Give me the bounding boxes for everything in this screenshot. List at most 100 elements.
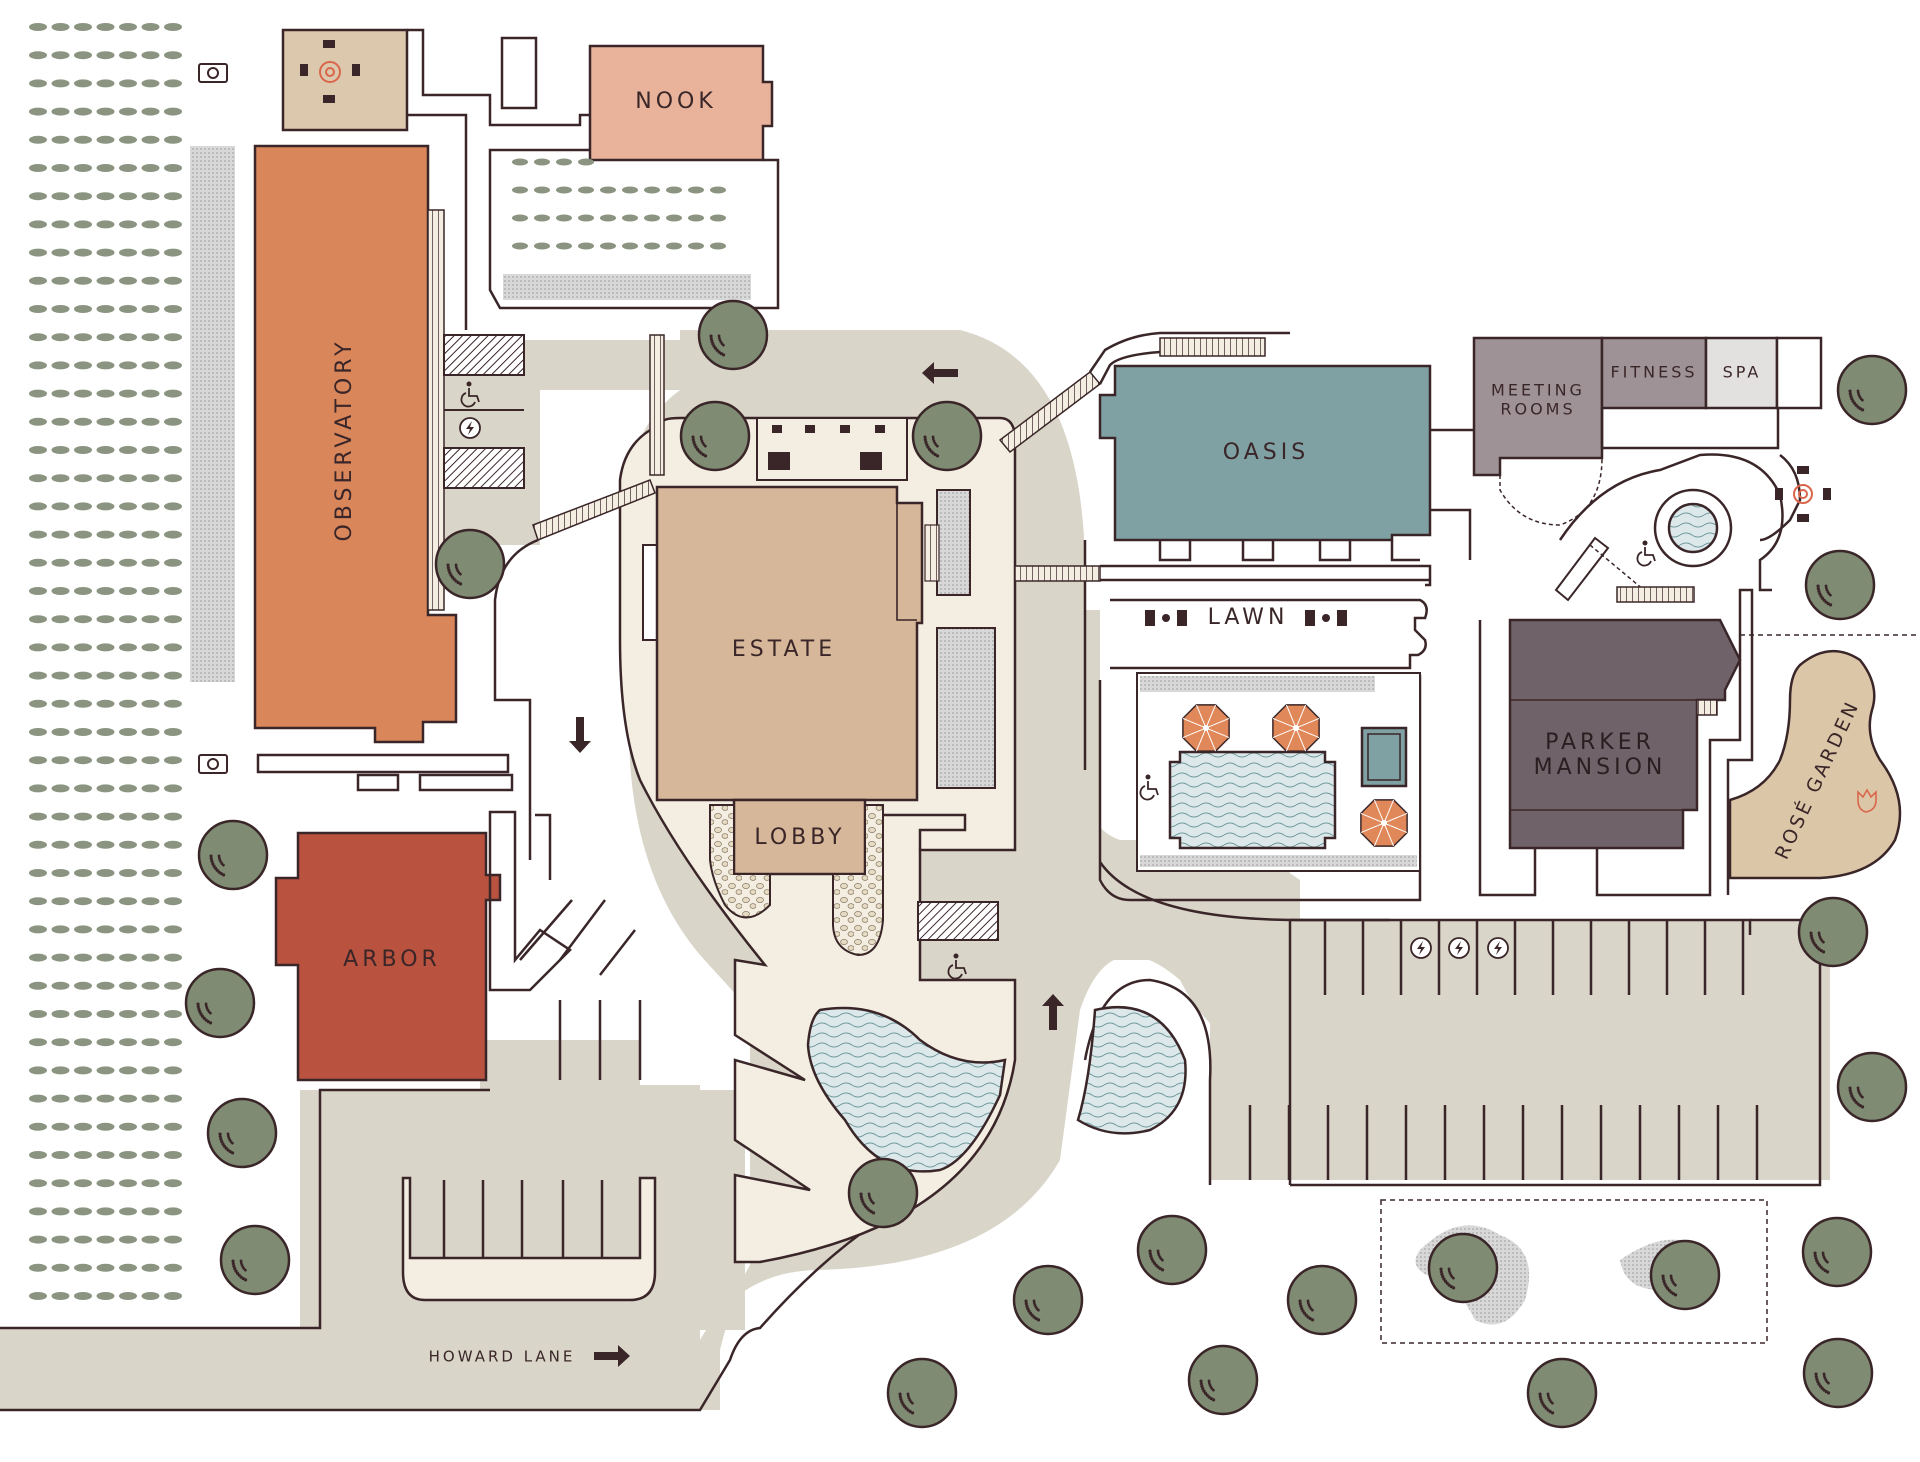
vine-row [29,361,182,370]
vine-row [29,192,182,201]
observatory-building[interactable]: OBSERVATORY [253,144,458,744]
vine-row [29,51,182,60]
camera-icon [198,754,228,774]
meeting-rooms-label-1: MEETING [1491,381,1585,400]
tree-icon [886,1357,958,1429]
lawn-seating-icon [1145,610,1347,626]
tree-icon [679,400,751,472]
vine-row [29,587,182,595]
vine-row [29,1010,182,1018]
vine [710,242,726,250]
vine-row [29,1151,182,1159]
arbor-building[interactable]: ARBOR [274,831,502,1082]
vine [556,158,572,166]
estate-patio [756,417,908,481]
accessible-icon [460,381,480,408]
fitness-building[interactable]: FITNESS [1600,336,1708,410]
umbrella-icon [1272,704,1320,752]
parking-lot-lower [401,1176,657,1302]
vine-row [29,1263,182,1272]
fitness-label: FITNESS [1610,363,1697,382]
vine-row [29,502,182,511]
nook-garden [488,148,780,310]
tree-icon [1804,549,1876,621]
vine-row [29,1038,182,1047]
vine-row [29,389,182,398]
vine-row [29,1292,182,1300]
howard-lane-label: HOWARD LANE [429,1348,576,1366]
pond [806,1006,1007,1173]
vine-row [29,220,182,229]
vine-row [29,953,182,962]
vine [512,158,528,166]
vine [600,242,616,250]
vine-row [29,333,182,342]
ev-charging-icon [459,417,481,439]
gravel-strip [190,146,235,682]
tree-icon [206,1097,278,1169]
vine-row [29,79,182,88]
vine [666,186,682,194]
parking-lot-right [1248,918,1759,1185]
parker-mansion-building[interactable]: PARKER MANSION [1508,618,1742,850]
tree-icon [1286,1264,1358,1336]
vine-row [29,840,182,849]
tree-icon [1797,896,1869,968]
meeting-rooms-label-2: ROOMS [1500,400,1575,419]
vine-row [29,643,182,652]
parking-observatory [443,334,525,489]
vine-row [29,446,182,454]
tree-icon [1836,1051,1908,1123]
tree-icon [1836,354,1908,426]
umbrella-icon [1182,704,1230,752]
umbrellas [1182,704,1408,847]
rose-icon [1857,788,1877,813]
vine-row [29,23,182,31]
vine-row [29,784,182,793]
lawn-label: LAWN [1208,605,1289,630]
accessible-icon [947,953,967,980]
direction-arrow-icon [1042,994,1064,1030]
vine [534,214,550,222]
vine [622,214,638,222]
vine-row [29,897,182,906]
spa-building[interactable]: SPA [1704,336,1779,410]
lobby-building[interactable]: LOBBY [732,798,867,876]
vine-row [29,107,182,116]
spa-label: SPA [1723,363,1762,382]
vine [556,186,572,194]
meeting-rooms-building[interactable]: MEETING ROOMS [1472,336,1604,477]
trees [184,299,1908,1429]
vine [600,186,616,194]
vine [666,214,682,222]
vine [556,214,572,222]
rose-garden: ROSÉ GARDEN [1728,649,1902,880]
parker-mansion-label-2: MANSION [1534,755,1667,780]
lawn: LAWN [1110,598,1428,670]
direction-arrow-icon [594,1345,630,1367]
nook-building[interactable]: NOOK [588,44,774,162]
tree-icon [1012,1264,1084,1336]
direction-arrow-icon [922,362,958,384]
estate-label: ESTATE [732,637,836,662]
vine-row [29,699,182,708]
vine [600,214,616,222]
vine-row [29,981,182,990]
estate-building[interactable]: ESTATE [655,485,924,802]
vine-row [29,276,182,285]
tree-icon [1526,1357,1598,1429]
vine [578,186,594,194]
tree-icon [1649,1239,1721,1311]
vine-row [29,812,182,821]
vine [512,242,528,250]
vine-row [29,1122,182,1131]
oasis-building[interactable]: OASIS [1098,364,1432,542]
tree-icon [434,528,506,600]
vine-row [29,1235,182,1244]
vine [688,214,704,222]
vine-row [29,1066,182,1075]
vine [644,214,660,222]
vine [622,186,638,194]
fire-pit-patio [281,28,409,132]
vineyard [29,23,182,1300]
